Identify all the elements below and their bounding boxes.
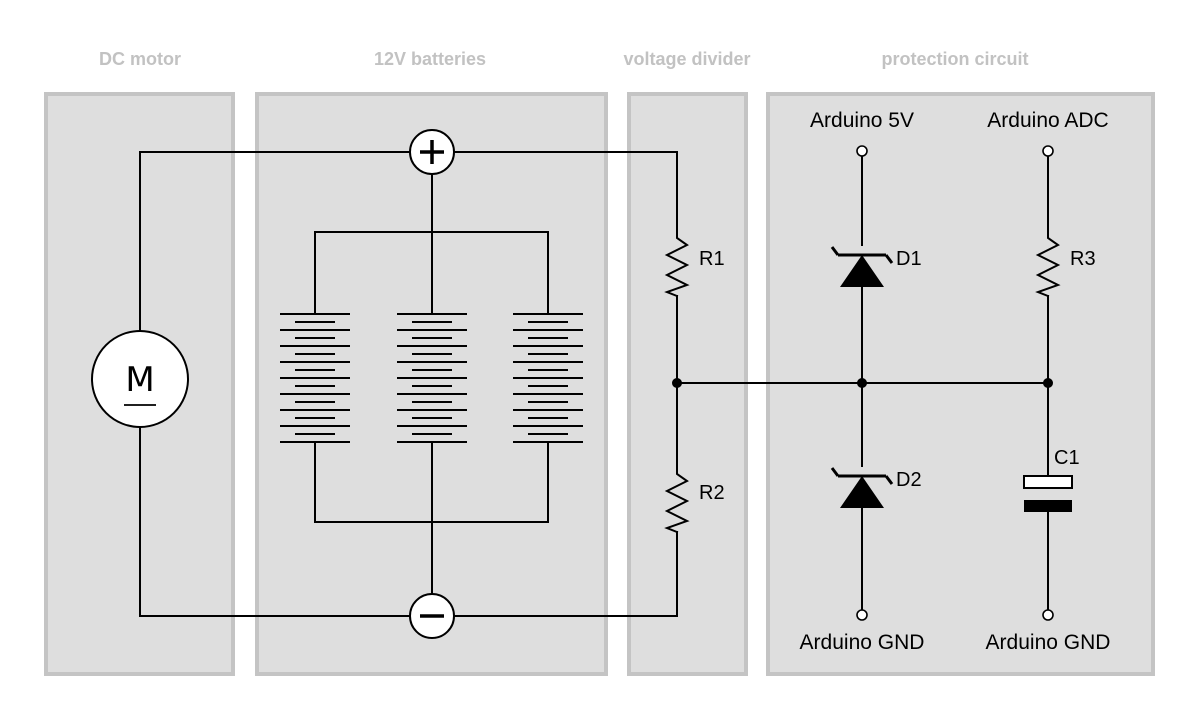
positive-terminal bbox=[409, 129, 455, 175]
resistor-r2-label: R2 bbox=[699, 482, 725, 504]
battery-1 bbox=[280, 313, 350, 443]
resistor-r3-label: R3 bbox=[1070, 248, 1096, 270]
heading-batteries: 12V batteries bbox=[374, 49, 486, 69]
zener-diode-d1 bbox=[830, 246, 894, 287]
heading-protection-circuit: protection circuit bbox=[881, 49, 1028, 69]
heading-voltage-divider: voltage divider bbox=[623, 49, 750, 69]
terminal-arduino-adc bbox=[1042, 145, 1054, 157]
label-arduino-adc: Arduino ADC bbox=[987, 109, 1108, 132]
zener-diode-d2-label: D2 bbox=[896, 469, 922, 491]
zener-diode-d1-label: D1 bbox=[896, 248, 922, 270]
heading-dc-motor: DC motor bbox=[99, 49, 181, 69]
dc-motor: M bbox=[91, 330, 189, 428]
terminal-arduino-5v bbox=[856, 145, 868, 157]
zener-diode-d2 bbox=[830, 467, 894, 508]
negative-terminal bbox=[409, 593, 455, 639]
resistor-r1 bbox=[664, 233, 690, 298]
junction-node bbox=[672, 378, 682, 388]
resistor-r1-label: R1 bbox=[699, 248, 725, 270]
capacitor-c1-label: C1 bbox=[1054, 447, 1080, 469]
main-wires bbox=[139, 151, 678, 617]
terminal-arduino-gnd-left bbox=[856, 609, 868, 621]
label-arduino-gnd-right: Arduino GND bbox=[986, 631, 1111, 654]
label-arduino-5v: Arduino 5V bbox=[810, 109, 914, 132]
capacitor-c1 bbox=[1023, 475, 1073, 512]
label-arduino-gnd-left: Arduino GND bbox=[800, 631, 925, 654]
resistor-r3 bbox=[1035, 233, 1061, 298]
junction-node bbox=[857, 378, 867, 388]
terminal-arduino-gnd-right bbox=[1042, 609, 1054, 621]
battery-3 bbox=[513, 313, 583, 443]
battery-bank-wires bbox=[314, 173, 549, 595]
junction-node bbox=[1043, 378, 1053, 388]
resistor-r2 bbox=[664, 469, 690, 534]
battery-2 bbox=[397, 313, 467, 443]
motor-symbol-label: M bbox=[125, 360, 154, 400]
